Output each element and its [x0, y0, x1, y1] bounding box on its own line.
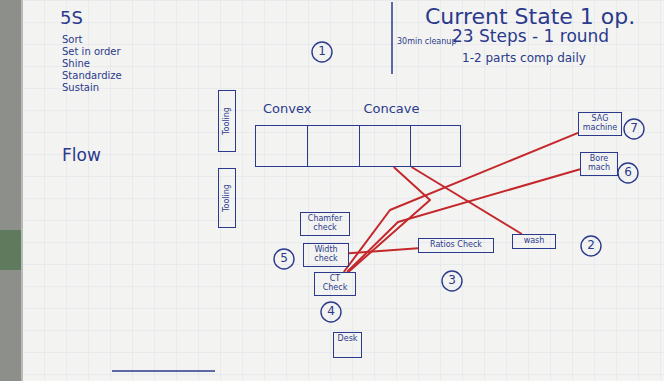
flow-line — [348, 167, 430, 272]
flow-line-path — [349, 248, 418, 253]
station-box: Chamfer check — [300, 212, 350, 236]
note-text: Standardize — [62, 70, 122, 81]
tooling-box: Tooling — [218, 168, 236, 228]
box-text: SAG machine — [582, 115, 618, 133]
note-heading: 5S — [60, 8, 83, 28]
note-text: 23 Steps - 1 round — [452, 27, 609, 46]
workstation-table: Convex Concave — [255, 102, 461, 167]
station-box: Width check — [303, 243, 349, 267]
callout-number: 6 — [624, 166, 632, 179]
rotated-text: Tooling — [223, 184, 232, 212]
note-text: Sort — [62, 34, 83, 45]
callout-number: 1 — [318, 45, 326, 58]
note-text: Set in order — [62, 46, 121, 57]
machine-box: Bore mach — [580, 152, 618, 176]
box-text: CT Check — [318, 275, 352, 293]
note-text: Sustain — [62, 82, 99, 93]
table-heading-row: Convex Concave — [255, 102, 461, 122]
cell-divider — [410, 126, 411, 166]
station-box: CT Check — [314, 272, 356, 296]
flow-line-path — [347, 169, 580, 272]
note-text: 1-2 parts comp daily — [462, 52, 586, 65]
station-box: Ratios Check — [418, 238, 494, 253]
table-heading: Concave — [363, 102, 419, 122]
note-text: Shine — [62, 58, 90, 69]
box-text: wash — [516, 237, 552, 246]
machine-box: SAG machine — [578, 112, 622, 136]
callout-number: 5 — [280, 252, 288, 265]
box-text: Chamfer check — [304, 215, 346, 233]
callout-number: 7 — [630, 122, 638, 135]
flow-line-path — [348, 167, 430, 272]
callout-number: 4 — [327, 305, 335, 318]
chart-title: Current State 1 op. — [425, 5, 635, 29]
table-heading: Convex — [263, 102, 311, 122]
box-text: Ratios Check — [422, 241, 490, 250]
tooling-box: Tooling — [218, 90, 236, 152]
box-text: Bore mach — [584, 155, 614, 173]
desk-box: Desk — [333, 332, 362, 358]
flow-line — [349, 248, 418, 253]
table-cells — [255, 125, 461, 167]
note-heading: Flow — [62, 146, 101, 165]
cell-divider — [307, 126, 308, 166]
cell-divider — [359, 126, 360, 166]
note-text: 30min cleanup — [397, 38, 456, 47]
callout-number: 2 — [587, 239, 595, 252]
station-box: wash — [512, 234, 556, 249]
flow-line — [347, 169, 580, 272]
rotated-text: Tooling — [223, 107, 232, 135]
box-text: Width check — [307, 246, 345, 264]
box-text: Desk — [337, 335, 358, 344]
callout-number: 3 — [448, 274, 456, 287]
